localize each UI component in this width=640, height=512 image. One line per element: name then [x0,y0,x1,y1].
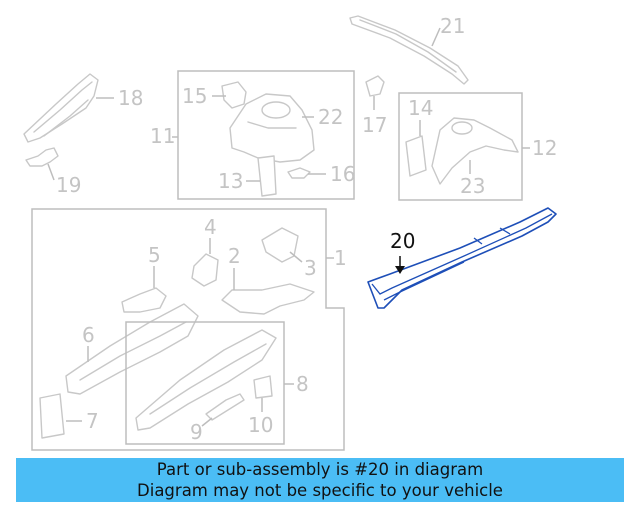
callout-6: 6 [82,323,95,347]
part-14-drawing [405,135,427,177]
callout-4: 4 [204,215,217,239]
group-box-1 [31,208,345,451]
part-6-drawing [65,303,199,395]
callout-16: 16 [330,162,355,186]
arrow-20-icon [395,266,405,274]
callout-11: 11 [150,124,175,148]
part-21-drawing [349,15,469,85]
part-4-drawing [191,253,219,287]
callout-2: 2 [228,244,241,268]
callout-5: 5 [148,243,161,267]
part-18-drawing [23,73,99,143]
leader-21 [431,27,441,47]
callout-13: 13 [218,169,243,193]
callout-1: 1 [334,246,347,270]
callout-19: 19 [56,173,81,197]
part-19-drawing [25,147,59,167]
part-5-drawing [121,287,167,313]
callout-10: 10 [248,413,273,437]
callout-23: 23 [460,174,485,198]
part-23-drawing [431,117,519,185]
part-16-drawing [287,167,311,179]
callout-14: 14 [408,96,433,120]
banner-line-2: Diagram may not be specific to your vehi… [137,481,503,500]
callout-17: 17 [362,113,387,137]
part-10-drawing [253,375,273,399]
callout-15: 15 [182,84,207,108]
part-9-drawing [205,393,245,421]
part-7-drawing [39,393,65,439]
callout-8: 8 [296,372,309,396]
leader-9 [201,417,213,427]
callout-21: 21 [440,14,465,38]
group-box-12 [398,92,523,201]
part-17-drawing [365,75,385,97]
banner-line-1: Part or sub-assembly is #20 in diagram [156,460,484,479]
leader-3 [289,251,303,263]
part-2-drawing [221,283,315,315]
part-20-drawing [367,207,557,309]
callout-12: 12 [532,136,557,160]
callout-20: 20 [390,229,415,253]
callout-9: 9 [190,420,203,444]
leader-19 [47,163,55,181]
callout-3: 3 [304,256,317,280]
info-banner: Part or sub-assembly is #20 in diagram D… [16,458,624,502]
group-box-11 [177,70,355,200]
part-22-drawing [229,93,315,163]
part-13-drawing [257,155,277,197]
part-3-drawing [261,227,299,263]
callout-7: 7 [86,409,99,433]
callout-18: 18 [118,86,143,110]
part-8-drawing [135,329,277,431]
group-box-8 [125,321,285,445]
part-15-drawing [221,81,247,109]
callout-22: 22 [318,105,343,129]
